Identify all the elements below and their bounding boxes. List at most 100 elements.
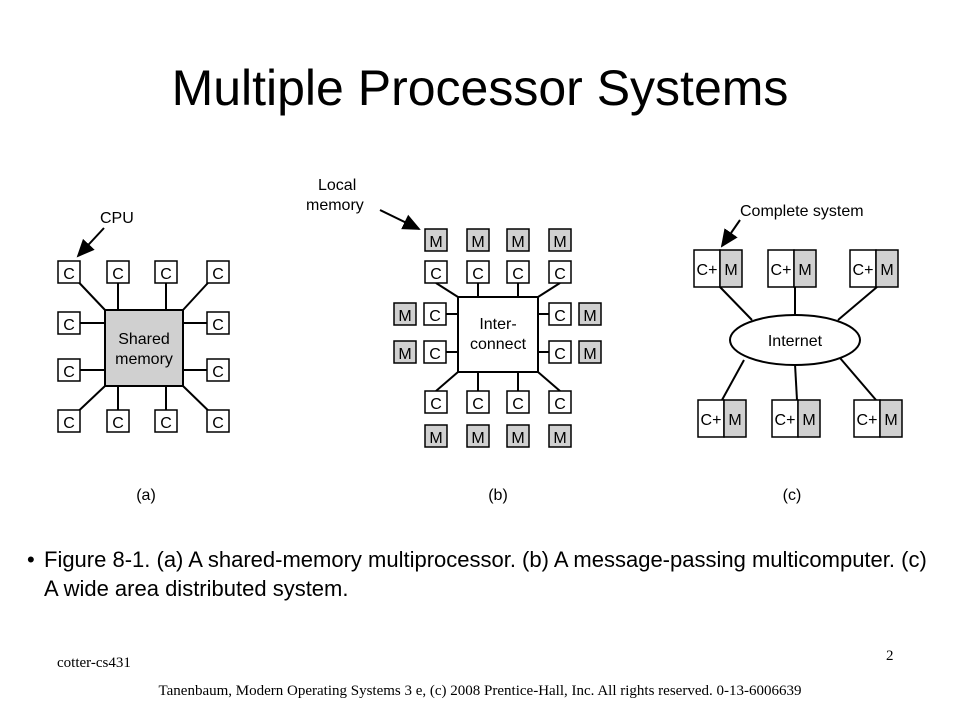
footer-copyright: Tanenbaum, Modern Operating Systems 3 e,… (158, 683, 802, 699)
cpu-node: C (206, 260, 230, 284)
memory-node: M (393, 340, 417, 364)
cpu-node: C (548, 390, 572, 414)
svg-text:C: C (63, 415, 75, 432)
memory-node: M (466, 228, 490, 252)
complete-system-nodes: C+ M C+ M C+ M C+ M (693, 249, 903, 438)
svg-text:M: M (553, 234, 566, 251)
local-memory-callout-arrow (379, 209, 421, 230)
system-node: C+ M (849, 249, 899, 288)
svg-text:C: C (554, 346, 566, 363)
local-memory-nodes: M M M M M M M M M M M M (393, 228, 602, 448)
caption-c: (c) (783, 487, 802, 504)
cpu-node: C (106, 260, 130, 284)
caption-a: (a) (136, 487, 156, 504)
svg-text:C+: C+ (701, 412, 722, 429)
cpu-node: C (466, 260, 490, 284)
cpu-node: C (506, 260, 530, 284)
system-node: C+ M (767, 249, 817, 288)
caption-b: (b) (488, 487, 508, 504)
svg-text:M: M (802, 412, 815, 429)
memory-node: M (424, 424, 448, 448)
cpu-nodes: C C C C C C C C C C C C (423, 260, 572, 414)
svg-text:M: M (471, 234, 484, 251)
cpu-callout-label: CPU (100, 210, 134, 227)
svg-text:C+: C+ (697, 262, 718, 279)
svg-text:M: M (511, 430, 524, 447)
cpu-node: C (548, 302, 572, 326)
system-node: C+ M (771, 399, 821, 438)
panel-a-shared-memory: CPU Shared memory C C C C C C C (57, 210, 230, 504)
network-links (719, 286, 878, 401)
local-memory-callout-line2: memory (306, 197, 364, 214)
svg-text:C+: C+ (853, 262, 874, 279)
cpu-node: C (548, 340, 572, 364)
cpu-node: C (206, 358, 230, 382)
svg-text:C: C (112, 415, 124, 432)
memory-node: M (506, 424, 530, 448)
svg-text:M: M (583, 308, 596, 325)
svg-text:C: C (430, 266, 442, 283)
svg-text:C+: C+ (857, 412, 878, 429)
complete-system-callout: Complete system (740, 203, 864, 220)
shared-memory-box (104, 309, 184, 387)
cpu-node: C (424, 260, 448, 284)
svg-text:M: M (398, 346, 411, 363)
svg-text:M: M (884, 412, 897, 429)
panel-c-distributed: Complete system Internet C+ M C+ M (693, 203, 903, 504)
svg-text:M: M (583, 346, 596, 363)
svg-text:M: M (553, 430, 566, 447)
bullet-icon: • (27, 547, 35, 572)
memory-node: M (466, 424, 490, 448)
shared-memory-label-line1: Shared (118, 331, 170, 348)
svg-text:M: M (429, 234, 442, 251)
figure-caption-text: Figure 8-1. (a) A shared-memory multipro… (44, 547, 927, 601)
svg-text:M: M (398, 308, 411, 325)
cpu-node: C (424, 390, 448, 414)
interconnect-box (457, 296, 539, 373)
cpu-node: C (57, 358, 81, 382)
memory-node: M (548, 228, 572, 252)
svg-text:M: M (728, 412, 741, 429)
system-node: C+ M (697, 399, 747, 438)
cpu-nodes: C C C C C C C C C C C C (57, 260, 230, 433)
shared-memory-label-line2: memory (115, 351, 173, 368)
svg-text:C: C (429, 308, 441, 325)
complete-system-callout-arrow (720, 219, 741, 248)
svg-text:C: C (63, 266, 75, 283)
local-memory-callout-line1: Local (318, 177, 356, 194)
svg-text:M: M (471, 430, 484, 447)
cpu-node: C (57, 311, 81, 335)
figure-8-1: CPU Shared memory C C C C C C C (57, 177, 903, 504)
svg-text:M: M (429, 430, 442, 447)
svg-text:C: C (160, 415, 172, 432)
svg-text:C: C (429, 346, 441, 363)
memory-node: M (424, 228, 448, 252)
svg-text:C: C (112, 266, 124, 283)
svg-text:C: C (472, 266, 484, 283)
memory-node: M (578, 340, 602, 364)
svg-text:C: C (554, 396, 566, 413)
system-node: C+ M (693, 249, 743, 288)
memory-node: M (578, 302, 602, 326)
svg-text:C: C (160, 266, 172, 283)
svg-text:C: C (63, 364, 75, 381)
svg-text:M: M (724, 262, 737, 279)
svg-text:C: C (430, 396, 442, 413)
interconnect-label-line1: Inter- (479, 316, 516, 333)
svg-text:C+: C+ (775, 412, 796, 429)
svg-text:C: C (63, 317, 75, 334)
cpu-node: C (423, 340, 447, 364)
slide-number: 2 (886, 648, 894, 664)
svg-text:C: C (212, 364, 224, 381)
cpu-node: C (506, 390, 530, 414)
svg-text:C: C (212, 415, 224, 432)
cpu-node: C (206, 311, 230, 335)
cpu-node: C (154, 260, 178, 284)
svg-text:C: C (554, 308, 566, 325)
cpu-node: C (423, 302, 447, 326)
svg-text:C: C (512, 266, 524, 283)
cpu-node: C (106, 409, 130, 433)
svg-text:C: C (212, 317, 224, 334)
cpu-callout-arrow (76, 227, 105, 258)
svg-text:C: C (472, 396, 484, 413)
